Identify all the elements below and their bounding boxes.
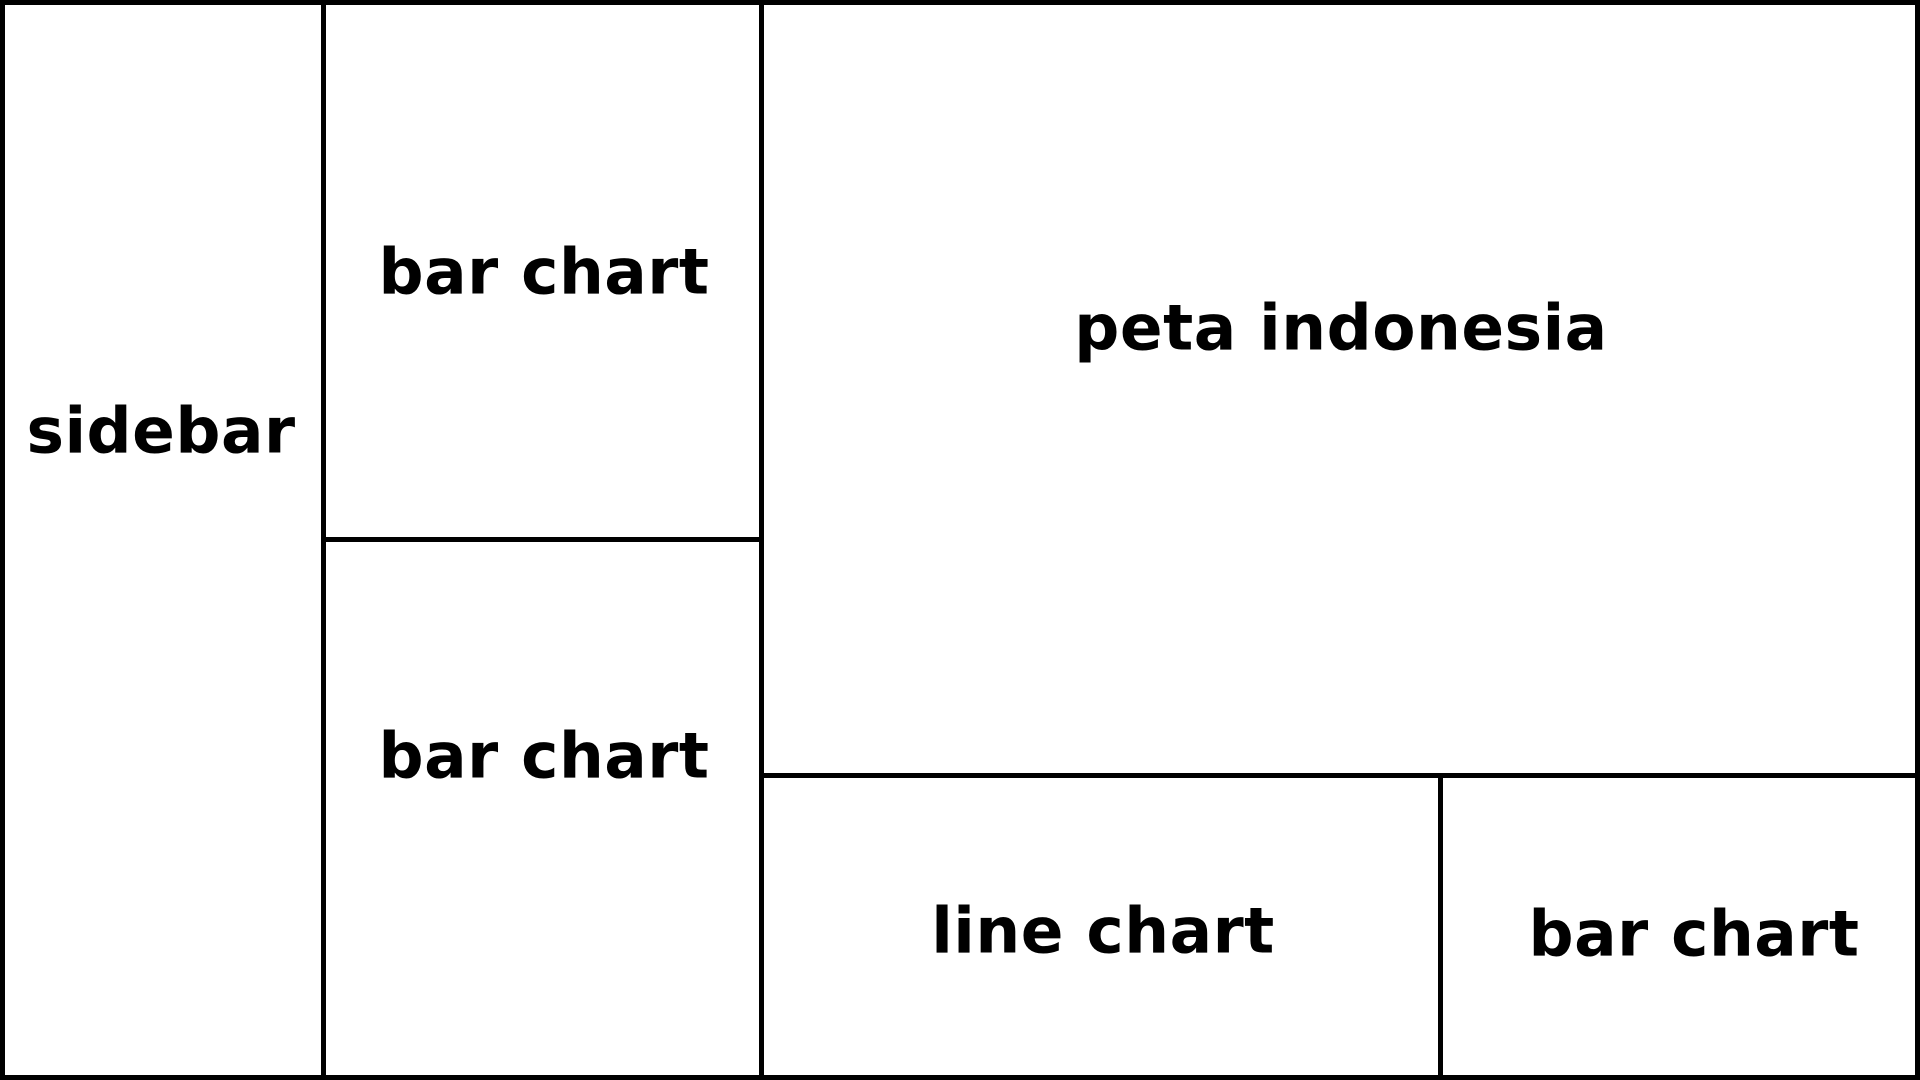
map-panel bbox=[759, 0, 1920, 778]
line-chart-label: line chart bbox=[931, 894, 1275, 968]
bar-chart-panel-top bbox=[321, 0, 764, 542]
bar-chart-label-bottom: bar chart bbox=[378, 719, 710, 793]
sidebar-panel bbox=[0, 0, 326, 1080]
bar-chart-panel-right bbox=[1438, 773, 1920, 1080]
sidebar-label: sidebar bbox=[26, 394, 296, 468]
bar-chart-label-right: bar chart bbox=[1528, 897, 1860, 971]
bar-chart-panel-bottom bbox=[321, 537, 764, 1080]
line-chart-panel bbox=[759, 773, 1443, 1080]
map-label: peta indonesia bbox=[1074, 291, 1608, 365]
bar-chart-label-top: bar chart bbox=[378, 235, 710, 309]
